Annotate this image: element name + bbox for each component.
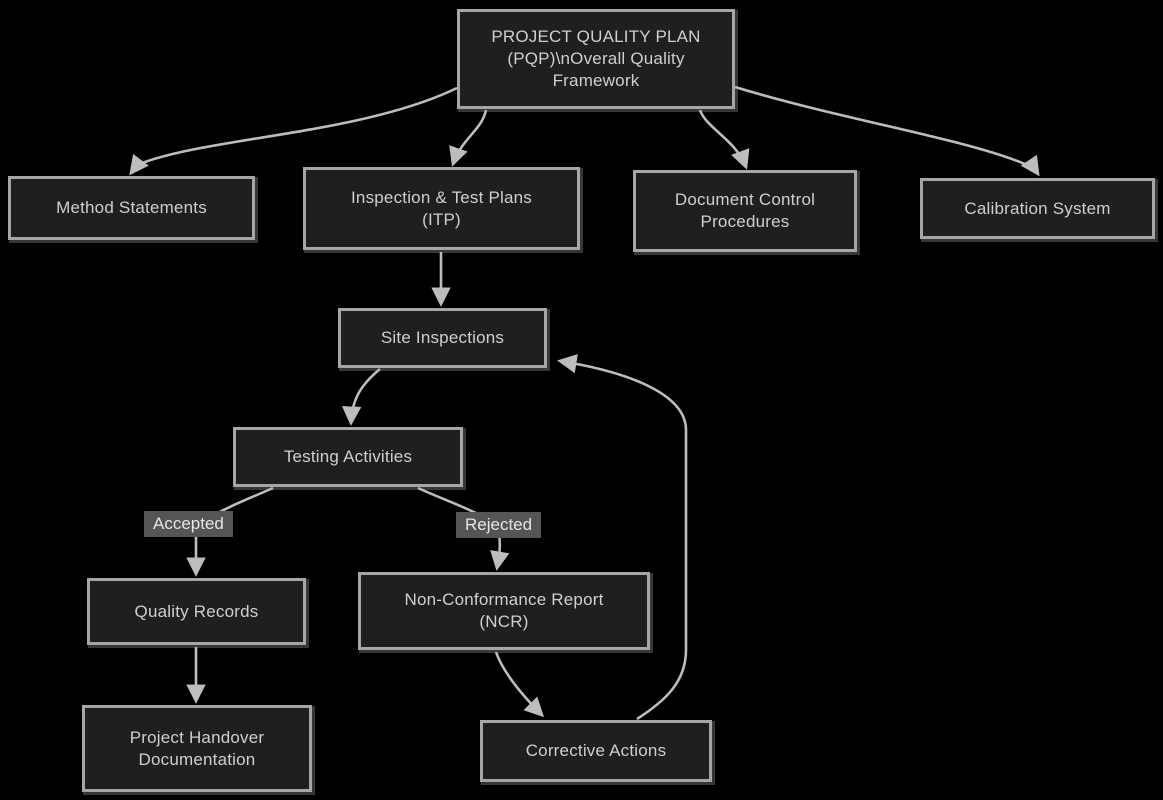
- node-document-control: Document Control Procedures: [633, 170, 857, 252]
- node-label: Site Inspections: [380, 328, 505, 348]
- edge-pqp-method-statements: [129, 86, 458, 176]
- node-label: Calibration System: [964, 198, 1111, 218]
- node-inspection-test-plans: Inspection & Test Plans (ITP): [303, 167, 580, 250]
- node-label: Project Handover Documentation: [129, 727, 265, 769]
- edge-site-inspections-testing: [341, 368, 381, 426]
- node-site-inspections: Site Inspections: [338, 308, 547, 368]
- edge-corrective-site-inspections: [557, 354, 688, 721]
- edge-ncr-corrective: [494, 651, 545, 718]
- node-label: PROJECT QUALITY PLAN (PQP)\nOverall Qual…: [491, 27, 701, 90]
- edge-pqp-calibration: [734, 85, 1040, 177]
- edge-label-rejected: Rejected: [456, 512, 542, 538]
- node-corrective-actions: Corrective Actions: [480, 720, 712, 782]
- node-label: Non-Conformance Report (NCR): [404, 590, 604, 631]
- node-label: Corrective Actions: [525, 741, 667, 761]
- node-testing-activities: Testing Activities: [233, 427, 463, 487]
- node-label: Document Control Procedures: [674, 190, 816, 231]
- node-project-quality-plan: PROJECT QUALITY PLAN (PQP)\nOverall Qual…: [457, 9, 735, 109]
- node-project-handover-documentation: Project Handover Documentation: [82, 705, 312, 792]
- node-non-conformance-report: Non-Conformance Report (NCR): [358, 572, 650, 650]
- node-calibration-system: Calibration System: [920, 178, 1155, 239]
- edge-pqp-itp: [449, 109, 488, 167]
- edge-label-accepted: Accepted: [144, 511, 233, 537]
- node-label: Quality Records: [134, 601, 259, 621]
- node-quality-records: Quality Records: [87, 578, 306, 645]
- edge-pqp-document-control: [698, 109, 750, 170]
- node-label: Method Statements: [56, 198, 207, 218]
- node-label: Testing Activities: [283, 447, 413, 467]
- node-label: Inspection & Test Plans (ITP): [351, 187, 532, 229]
- node-method-statements: Method Statements: [8, 176, 255, 240]
